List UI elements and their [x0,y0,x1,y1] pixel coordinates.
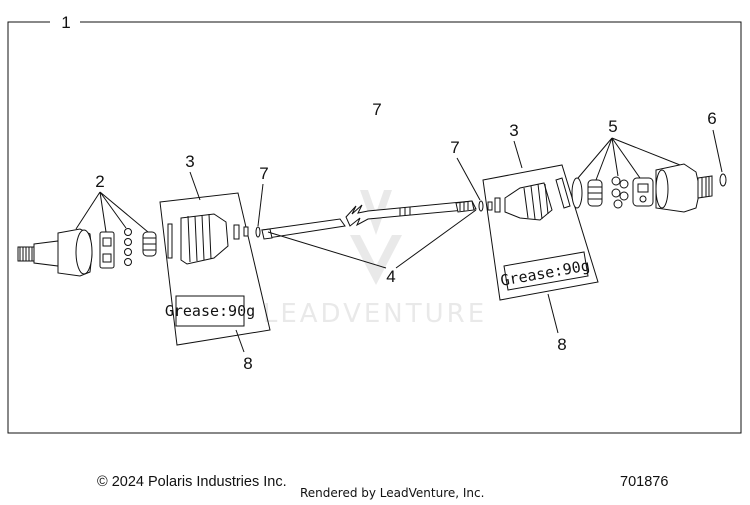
callout-4-group: 4 [267,209,477,286]
callout-3-left-group: 3 [185,152,201,201]
grease-label-box-right [503,251,589,291]
boot-clamp-small [233,224,240,240]
callout-8-left[interactable]: 8 [243,354,252,373]
right-inner-race[interactable] [587,179,603,207]
left-outer-joint[interactable] [17,228,93,277]
callout-8-right-group: 8 [547,293,567,354]
grease-label-left: Grease:90g [165,302,255,320]
cv-boot[interactable] [180,213,229,265]
left-cage[interactable] [99,231,115,269]
left-boot-kit: Grease:90g [159,192,271,346]
watermark-text: LEADVENTURE [263,299,487,329]
callout-5[interactable]: 5 [608,117,617,136]
callout-7-left[interactable]: 7 [259,164,268,183]
diagram-number: 701876 [620,474,669,490]
boot-clamp-large [167,223,173,259]
right-cage[interactable] [632,177,654,207]
watermark-logo-icon [360,190,392,235]
callout-3-right[interactable]: 3 [509,121,518,140]
snap-ring-left[interactable] [255,226,261,238]
callout-2-group: 2 [75,172,149,233]
axle-shaft[interactable] [261,200,477,240]
callout-7-right[interactable]: 7 [450,138,459,157]
callout-3-right-group: 3 [509,121,523,169]
grease-label-box-left [175,295,245,327]
callout-5-group: 5 [577,117,681,181]
callout-8-left-group: 8 [235,329,253,373]
diagram-frame: 1 [7,13,742,434]
left-balls[interactable] [124,228,132,266]
right-snap-ring[interactable] [571,177,583,209]
copyright-text: © 2024 Polaris Industries Inc. [97,474,287,490]
watermark-logo-lower-icon [350,235,402,285]
boot-clamp-large-right [555,177,571,209]
callout-7-left-group: 7 [257,164,269,227]
boot-clamp-small-right [494,197,501,213]
callout-7-right-group: 7 [450,138,481,201]
callout-6-group: 6 [707,109,723,173]
callout-7-top[interactable]: 7 [372,100,381,119]
callout-4[interactable]: 4 [386,267,395,286]
joint-neck [33,240,59,267]
cv-boot-right[interactable] [504,182,553,221]
end-clip[interactable] [719,173,727,187]
snap-ring-right[interactable] [478,200,484,212]
callout-1[interactable]: 1 [61,13,70,32]
watermark: LEADVENTURE [263,190,487,329]
right-outer-housing[interactable] [655,163,713,213]
callout-8-right[interactable]: 8 [557,335,566,354]
left-inner-race[interactable] [142,231,157,257]
rendered-by-text: Rendered by LeadVenture, Inc. [300,486,485,500]
callout-2[interactable]: 2 [95,172,104,191]
callout-6[interactable]: 6 [707,109,716,128]
callout-3-left[interactable]: 3 [185,152,194,171]
right-balls[interactable] [611,176,629,209]
